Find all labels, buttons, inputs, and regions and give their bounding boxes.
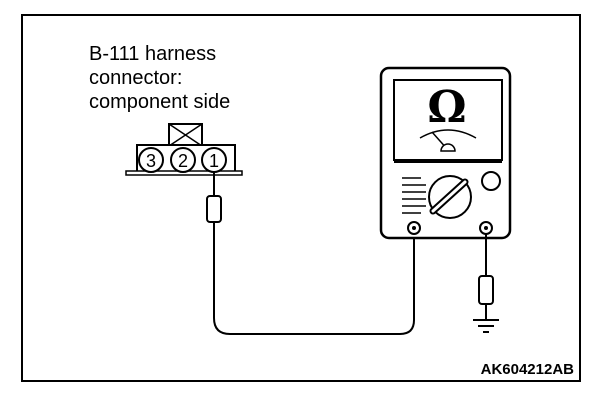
diagram-frame <box>21 14 581 382</box>
ground-lead <box>478 234 494 320</box>
connector-label-line-3: component side <box>89 91 230 113</box>
harness-connector: 3 2 1 <box>125 123 243 176</box>
pin-3 <box>138 147 164 173</box>
pin-3-label: 3 <box>146 151 156 171</box>
ground-probe <box>478 275 494 305</box>
ground-icon <box>473 319 499 333</box>
probe-tip <box>206 195 222 223</box>
pin-1-label: 1 <box>209 151 219 171</box>
connector-label-line-1: B-111 harness <box>89 43 216 65</box>
ohm-symbol: Ω <box>427 82 466 133</box>
connector-probe <box>206 172 222 232</box>
pin-2 <box>170 147 196 173</box>
connector-label-line-2: connector: <box>89 67 182 89</box>
pin-2-label: 2 <box>178 151 188 171</box>
meter-scale <box>419 129 477 139</box>
figure-code: AK604212AB <box>481 361 575 378</box>
ohmmeter-icon: Ω <box>379 66 512 240</box>
test-lead-wire <box>213 232 415 335</box>
zero-adjust-knob <box>481 171 501 191</box>
